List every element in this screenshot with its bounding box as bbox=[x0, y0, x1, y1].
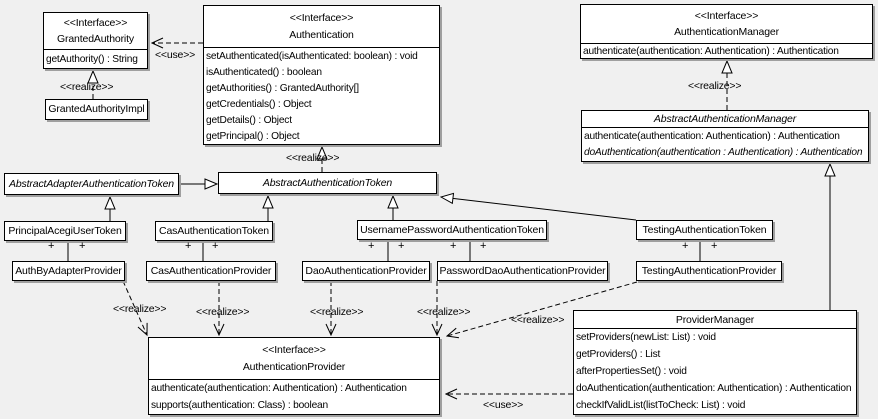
class-cas-authentication-token[interactable]: CasAuthenticationToken bbox=[155, 221, 273, 241]
association-multiplicity: + bbox=[398, 240, 405, 252]
realize-label: <<realize>> bbox=[688, 80, 742, 92]
association-multiplicity: + bbox=[212, 240, 219, 252]
method: getAuthorities() : GrantedAuthority[] bbox=[206, 82, 359, 94]
class-abstract-adapter-authentication-token[interactable]: AbstractAdapterAuthenticationToken bbox=[4, 173, 179, 195]
association-multiplicity: + bbox=[185, 240, 192, 252]
class-name: AbstractAdapterAuthenticationToken bbox=[9, 177, 174, 190]
class-dao-authentication-provider[interactable]: DaoAuthenticationProvider bbox=[302, 261, 430, 281]
realize-label: <<realize>> bbox=[113, 303, 167, 315]
method: getPrincipal() : Object bbox=[206, 130, 300, 142]
stereotype-label: <<Interface>> bbox=[63, 17, 128, 29]
method: supports(authentication: Class) : boolea… bbox=[151, 400, 328, 411]
class-name: TestingAuthenticationToken bbox=[642, 223, 767, 236]
method: isAuthenticated() : boolean bbox=[206, 66, 322, 78]
class-abstract-authentication-token[interactable]: AbstractAuthenticationToken bbox=[218, 172, 437, 194]
class-name: AbstractAuthenticationManager bbox=[653, 113, 797, 125]
class-name: UsernamePasswordAuthenticationToken bbox=[360, 223, 544, 236]
class-name: GrantedAuthority bbox=[57, 33, 134, 45]
realize-label: <<realize>> bbox=[196, 306, 250, 318]
class-name: PasswordDaoAuthenticationProvider bbox=[439, 264, 606, 277]
class-name: TestingAuthenticationProvider bbox=[641, 264, 777, 277]
class-name: AuthByAdapterProvider bbox=[15, 264, 122, 277]
class-abstract-authentication-manager[interactable]: AbstractAuthenticationManager authentica… bbox=[581, 110, 869, 162]
stereotype-label: <<Interface>> bbox=[694, 9, 759, 22]
class-name: AbstractAuthenticationToken bbox=[262, 176, 393, 189]
class-name: ProviderManager bbox=[675, 313, 755, 326]
method: doAuthentication(authentication: Authent… bbox=[576, 383, 852, 394]
class-provider-manager[interactable]: ProviderManager setProviders(newList: Li… bbox=[573, 310, 857, 415]
class-authentication-manager[interactable]: <<Interface>> AuthenticationManager auth… bbox=[580, 4, 873, 59]
method: setProviders(newList: List) : void bbox=[576, 332, 716, 343]
abstract-method: doAuthentication(authentication : Authen… bbox=[584, 147, 863, 159]
class-username-password-authentication-token[interactable]: UsernamePasswordAuthenticationToken bbox=[357, 220, 547, 240]
association-multiplicity: + bbox=[480, 240, 487, 252]
class-name: Authentication bbox=[289, 29, 354, 42]
association-multiplicity: + bbox=[450, 240, 457, 252]
association-multiplicity: + bbox=[682, 240, 689, 252]
class-name: CasAuthenticationToken bbox=[159, 224, 269, 237]
realize-label: <<realize>> bbox=[286, 152, 340, 164]
method: getDetails() : Object bbox=[206, 114, 292, 126]
association-multiplicity: + bbox=[48, 240, 55, 252]
class-name: CasAuthenticationProvider bbox=[150, 264, 272, 277]
realize-label: <<realize>> bbox=[60, 81, 114, 93]
class-authentication[interactable]: <<Interface>> Authentication setAuthenti… bbox=[203, 5, 440, 145]
method: authenticate(authentication: Authenticat… bbox=[583, 45, 839, 57]
class-principal-acegi-user-token[interactable]: PrincipalAcegiUserToken bbox=[4, 221, 126, 241]
method: authenticate(authentication: Authenticat… bbox=[584, 130, 840, 142]
class-authentication-provider[interactable]: <<Interface>> AuthenticationProvider aut… bbox=[148, 337, 440, 415]
class-name: AuthenticationManager bbox=[674, 26, 779, 39]
method: checkIfValidList(listToCheck: List) : vo… bbox=[576, 400, 746, 411]
realize-label: <<realize>> bbox=[310, 306, 364, 318]
method: afterPropertiesSet() : void bbox=[576, 366, 687, 377]
class-cas-authentication-provider[interactable]: CasAuthenticationProvider bbox=[146, 261, 276, 281]
realize-label: <<realize>> bbox=[511, 314, 565, 326]
class-password-dao-authentication-provider[interactable]: PasswordDaoAuthenticationProvider bbox=[437, 261, 608, 281]
realize-label: <<realize>> bbox=[417, 306, 471, 318]
association-multiplicity: + bbox=[368, 240, 375, 252]
class-granted-authority[interactable]: <<Interface>> GrantedAuthority getAuthor… bbox=[43, 12, 148, 69]
method: getAuthority() : String bbox=[46, 53, 138, 65]
association-multiplicity: + bbox=[711, 240, 718, 252]
class-name: DaoAuthenticationProvider bbox=[305, 264, 427, 277]
method: authenticate(authentication: Authenticat… bbox=[151, 383, 407, 394]
class-granted-authority-impl[interactable]: GrantedAuthorityImpl bbox=[45, 99, 148, 120]
class-auth-by-adapter-provider[interactable]: AuthByAdapterProvider bbox=[12, 261, 125, 281]
method: getProviders() : List bbox=[576, 349, 661, 360]
class-name: PrincipalAcegiUserToken bbox=[8, 224, 122, 237]
use-label: <<use>> bbox=[483, 399, 524, 411]
association-multiplicity: + bbox=[79, 240, 86, 252]
method: setAuthenticated(isAuthenticated: boolea… bbox=[206, 50, 418, 62]
class-testing-authentication-provider[interactable]: TestingAuthenticationProvider bbox=[636, 261, 782, 281]
stereotype-label: <<Interface>> bbox=[262, 343, 326, 356]
class-testing-authentication-token[interactable]: TestingAuthenticationToken bbox=[636, 220, 773, 240]
method: getCredentials() : Object bbox=[206, 98, 312, 110]
class-name: AuthenticationProvider bbox=[242, 361, 346, 374]
stereotype-label: <<Interface>> bbox=[289, 11, 354, 24]
use-label: <<use>> bbox=[155, 49, 196, 61]
class-name: GrantedAuthorityImpl bbox=[48, 103, 145, 116]
